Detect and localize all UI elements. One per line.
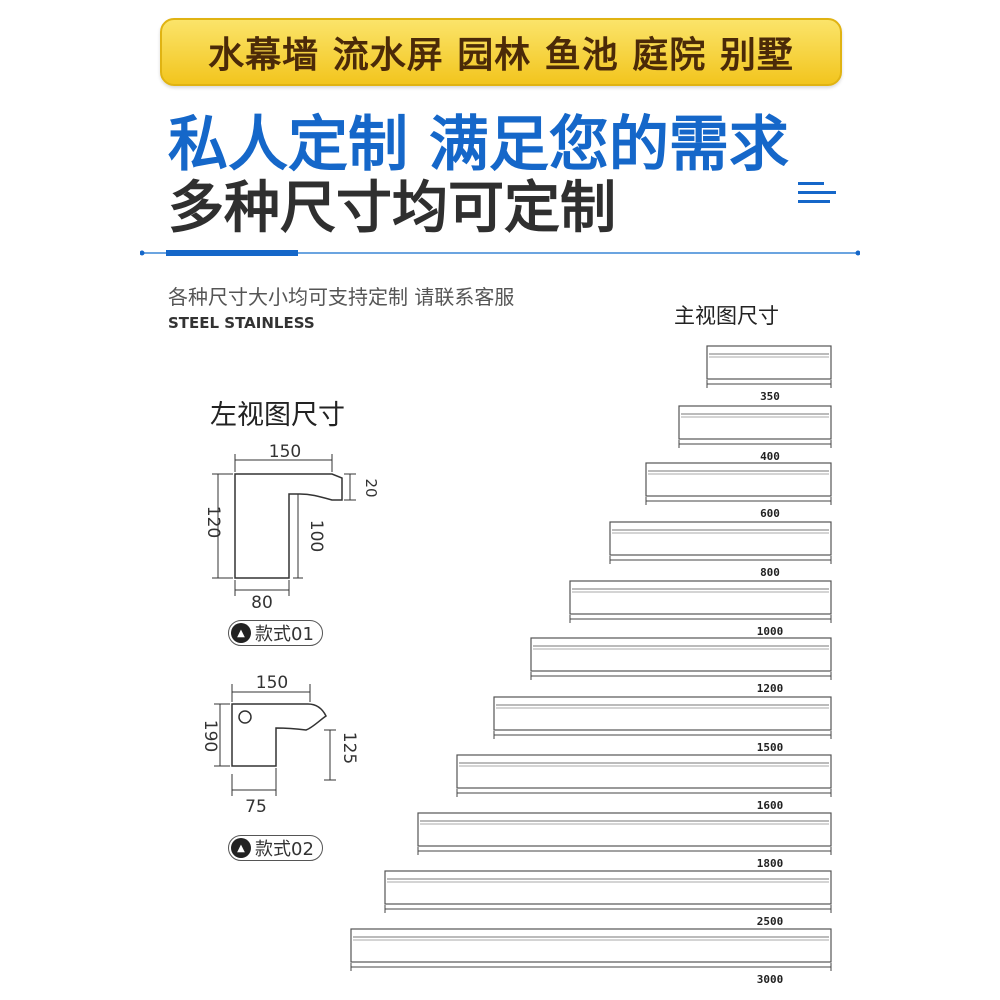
bar-outline [530, 637, 832, 672]
size-bar-1200: 1200 [530, 637, 832, 695]
size-bar-1000: 1000 [569, 580, 832, 638]
bar-outline [456, 754, 832, 789]
main-view-bars: 350 400 600 800 1000 1200 1500 1600 1800 2500 3000 [350, 345, 832, 986]
size-bar-3000: 3000 [350, 928, 832, 986]
style01-lip: 20 [362, 478, 380, 497]
bar-outline [384, 870, 832, 905]
bar-outline [350, 928, 832, 963]
bar-length-label: 800 [760, 566, 780, 579]
style02-profile-drawing: 150 190 125 75 [200, 673, 359, 817]
bar-length-label: 3000 [757, 973, 784, 986]
material-label: STEEL STAINLESS [168, 314, 315, 332]
menu-icon[interactable] [798, 180, 836, 206]
bar-length-label: 1000 [757, 625, 784, 638]
style01-height: 120 [203, 506, 223, 538]
headline-custom: 私人定制 满足您的需求 [168, 110, 789, 180]
triangle-icon: ▲ [231, 838, 251, 858]
bar-length-label: 1800 [757, 857, 784, 870]
bar-length-label: 350 [760, 390, 780, 403]
bar-outline [678, 405, 832, 440]
size-bar-2500: 2500 [384, 870, 832, 928]
category-banner: 水幕墙 流水屏 园林 鱼池 庭院 别墅 [160, 18, 842, 86]
style01-width: 150 [269, 442, 301, 462]
style02-width: 150 [256, 673, 288, 693]
size-bar-1600: 1600 [456, 754, 832, 812]
style01-profile-drawing: 150 120 100 20 80 [203, 442, 380, 613]
custom-note: 各种尺寸大小均可支持定制 请联系客服 [168, 285, 515, 309]
bar-outline [706, 345, 832, 380]
size-bar-350: 350 [706, 345, 832, 403]
bar-outline [417, 812, 832, 847]
banner-text: 水幕墙 流水屏 园林 鱼池 庭院 别墅 [208, 35, 794, 76]
style01-label: 款式01 [255, 624, 314, 645]
size-bar-600: 600 [645, 462, 832, 520]
section-divider [140, 250, 860, 256]
style01-badge: ▲ 款式01 [228, 620, 323, 646]
triangle-icon: ▲ [231, 623, 251, 643]
size-bar-1500: 1500 [493, 696, 832, 754]
main-view-title: 主视图尺寸 [674, 304, 779, 328]
size-bar-1800: 1800 [417, 812, 832, 870]
style02-base: 75 [245, 797, 267, 817]
bar-outline [645, 462, 832, 497]
bar-length-label: 1600 [757, 799, 784, 812]
bar-outline [569, 580, 832, 615]
bar-outline [609, 521, 832, 556]
bar-outline [493, 696, 832, 731]
bar-length-label: 600 [760, 507, 780, 520]
style02-label: 款式02 [255, 839, 314, 860]
style02-inner-height: 125 [339, 732, 359, 764]
style01-base: 80 [251, 593, 273, 613]
bar-length-label: 1500 [757, 741, 784, 754]
bar-length-label: 400 [760, 450, 780, 463]
bar-length-label: 1200 [757, 682, 784, 695]
style01-inner-height: 100 [306, 520, 326, 552]
size-bar-800: 800 [609, 521, 832, 579]
style02-badge: ▲ 款式02 [228, 835, 323, 861]
bar-length-label: 2500 [757, 915, 784, 928]
style02-height: 190 [200, 720, 220, 752]
size-bar-400: 400 [678, 405, 832, 463]
headline-sizes: 多种尺寸均可定制 [168, 176, 616, 241]
left-view-title: 左视图尺寸 [210, 400, 345, 431]
